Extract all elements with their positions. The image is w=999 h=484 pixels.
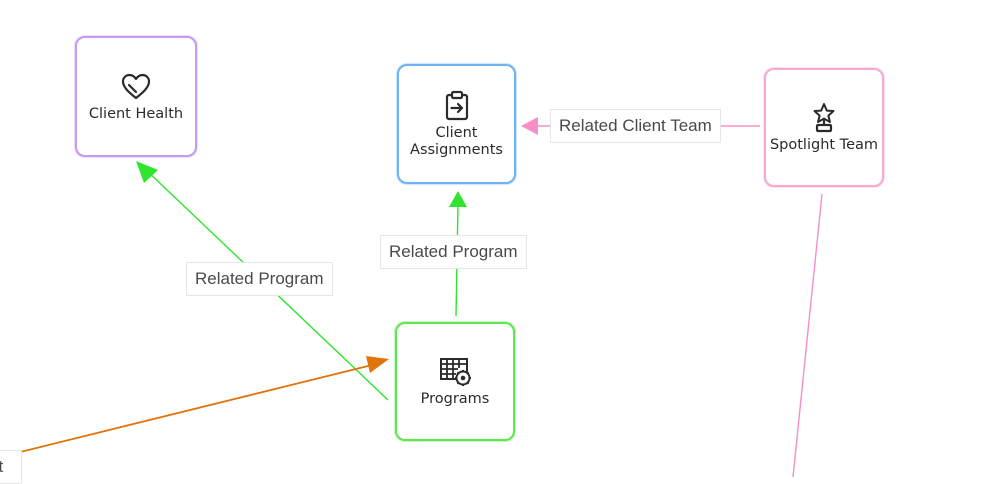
node-spotlight-team[interactable]: Spotlight Team: [764, 68, 884, 187]
trophy-icon: [813, 103, 835, 133]
node-label: Client Health: [88, 106, 184, 122]
edge-label-offscreen: nt: [0, 450, 22, 484]
node-label: Client Assignments: [410, 125, 503, 158]
edge-offscreen-to-programs[interactable]: [0, 364, 373, 458]
node-label: Programs: [420, 391, 490, 407]
arrowhead-client-assignments-pink: [521, 117, 538, 135]
clipboard-arrow-icon: [445, 90, 468, 121]
node-label: Spotlight Team: [769, 137, 879, 153]
arrowhead-client-assignments: [449, 191, 467, 207]
edge-spotlight-down[interactable]: [792, 193, 823, 477]
node-programs[interactable]: Programs: [395, 322, 515, 441]
node-client-health[interactable]: Client Health: [75, 36, 197, 157]
grid-gear-icon: [440, 358, 471, 386]
edge-label-related-client-team: Related Client Team: [550, 109, 721, 143]
edge-label-related-program-left: Related Program: [186, 262, 333, 296]
heart-icon: [121, 73, 151, 100]
edge-label-related-program-center: Related Program: [380, 235, 527, 269]
arrowhead-client-health: [136, 161, 158, 183]
node-client-assignments[interactable]: Client Assignments: [397, 64, 516, 184]
arrowhead-programs: [366, 356, 389, 373]
